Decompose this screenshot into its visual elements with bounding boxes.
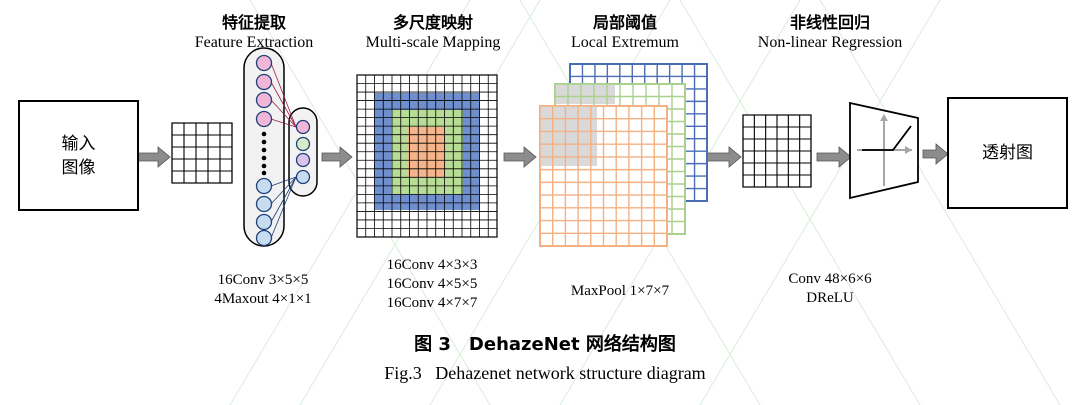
caption-en: Fig.3 Dehazenet network structure diagra… <box>384 363 706 383</box>
feature-node <box>255 213 273 231</box>
regression-param-conv: Conv 48×6×6 <box>788 271 872 287</box>
feature-connections <box>270 62 297 239</box>
feature-node <box>255 110 273 128</box>
output-label: 透射图 <box>982 143 1033 163</box>
input-label-line1: 输入 <box>61 133 96 154</box>
drelu-block <box>849 101 919 200</box>
feature-node <box>255 91 273 109</box>
local-param-maxpool: MaxPool 1×7×7 <box>570 283 670 299</box>
stage-title-feature-cn: 特征提取 <box>221 13 286 32</box>
multiscale-param-3: 16Conv 4×3×3 <box>386 257 478 273</box>
multiscale-grid <box>356 74 498 238</box>
feature-node <box>255 229 273 247</box>
feature-param-maxout: 4Maxout 4×1×1 <box>214 291 312 307</box>
local-params: MaxPool 1×7×7 <box>545 282 695 301</box>
stage-title-local-en: Local Extremum <box>571 34 679 51</box>
input-image-box: 输入 图像 <box>18 100 139 211</box>
feature-node <box>255 195 273 213</box>
maxout-node <box>295 169 311 185</box>
input-patch-grid <box>171 122 233 184</box>
feature-nodes <box>255 54 311 247</box>
arrow-drelu-to-output <box>922 143 949 165</box>
maxout-node <box>295 119 311 135</box>
transmission-map-box: 透射图 <box>947 97 1068 209</box>
ellipsis-dot <box>261 139 267 145</box>
multiscale-params: 16Conv 4×3×3 16Conv 4×5×5 16Conv 4×7×7 <box>357 256 507 313</box>
input-label-line2: 图像 <box>61 157 96 178</box>
ellipsis-dot <box>261 131 267 137</box>
multiscale-param-7: 16Conv 4×7×7 <box>386 295 478 311</box>
regression-param-drelu: DReLU <box>806 290 854 306</box>
arrow-feature-to-multiscale <box>321 146 353 168</box>
multiscale-param-5: 16Conv 4×5×5 <box>386 276 478 292</box>
stage-title-regression-en: Non-linear Regression <box>757 34 903 51</box>
caption-cn-prefix: 图 3 <box>414 334 451 355</box>
feature-node <box>255 177 273 195</box>
regression-params: Conv 48×6×6 DReLU <box>760 270 900 308</box>
maxout-node <box>295 152 311 168</box>
stage-title-multiscale-en: Multi-scale Mapping <box>365 34 501 51</box>
local-extremum-stack <box>539 63 708 247</box>
ellipsis-dot <box>261 155 267 161</box>
maxout-node <box>295 136 311 152</box>
stage-title-multiscale-cn: 多尺度映射 <box>392 13 473 32</box>
arrow-input-to-grid <box>137 146 171 168</box>
feature-node <box>255 54 273 72</box>
feature-param-conv: 16Conv 3×5×5 <box>217 272 309 288</box>
caption-cn-title: DehazeNet 网络结构图 <box>468 334 676 355</box>
ellipsis-dot <box>261 147 267 153</box>
caption-cn: 图 3 DehazeNet 网络结构图 <box>300 330 790 356</box>
ellipsis-dot <box>261 163 267 169</box>
arrow-multiscale-to-local <box>503 146 537 168</box>
conv-output-grid <box>742 114 812 188</box>
ellipsis-dot <box>261 170 267 176</box>
arrow-local-to-conv <box>706 146 742 168</box>
arrow-conv-to-drelu <box>816 146 852 168</box>
stage-title-feature-en: Feature Extraction <box>194 34 314 51</box>
feature-params: 16Conv 3×5×5 4Maxout 4×1×1 <box>193 271 333 309</box>
feature-capsule-small <box>288 107 318 197</box>
stage-title-local-cn: 局部阈值 <box>592 13 657 32</box>
feature-node <box>255 73 273 91</box>
stage-title-regression-cn: 非线性回归 <box>789 13 870 32</box>
